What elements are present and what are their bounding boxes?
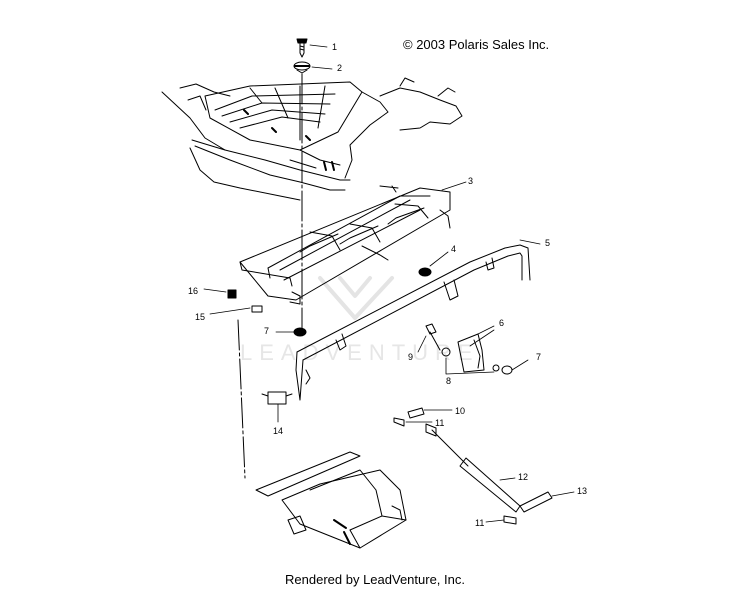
- part-12-strut: [425, 423, 521, 513]
- callout-13: 13: [577, 486, 588, 496]
- callout-16: 16: [188, 286, 199, 296]
- footer-text: Rendered by LeadVenture, Inc.: [285, 572, 465, 587]
- part-10-pin: [407, 407, 425, 419]
- callout-10: 10: [455, 406, 466, 416]
- part-13-pin: [519, 491, 553, 513]
- watermark: LEADVENTURE: [240, 340, 480, 365]
- part-4-nut: [418, 267, 432, 277]
- callout-2: 2: [337, 63, 343, 73]
- rear-fender: [161, 77, 463, 201]
- part-8-washer: [441, 347, 500, 372]
- callout-9: 9: [408, 352, 414, 362]
- callout-11-lower: 11: [475, 518, 485, 528]
- part-7-nut-left: [293, 327, 307, 337]
- leader-lines: [203, 44, 575, 523]
- part-14-spring: [261, 391, 293, 405]
- callout-3: 3: [468, 176, 474, 186]
- part-16-bolt: [227, 289, 237, 299]
- part-6-bracket: [457, 333, 485, 373]
- part-3-rack: [239, 185, 451, 305]
- part-1-screw: [296, 38, 308, 58]
- callout-1: 1: [332, 42, 338, 52]
- part-7-nut-right: [501, 365, 513, 375]
- part-15-nut: [251, 305, 263, 313]
- watermark-logo: [318, 276, 394, 320]
- part-5-bar: [295, 244, 531, 401]
- lower-frame: [255, 451, 407, 549]
- callout-5: 5: [545, 238, 551, 248]
- callout-7-right: 7: [536, 352, 542, 362]
- callout-11-upper: 11: [435, 418, 445, 428]
- callout-4: 4: [451, 244, 457, 254]
- callout-12: 12: [518, 472, 529, 482]
- alignment-lines: [237, 73, 303, 479]
- part-11-clip-lower: [503, 515, 517, 525]
- part-11-clip-upper: [393, 417, 405, 427]
- callout-7-left: 7: [264, 326, 270, 336]
- callout-6: 6: [499, 318, 505, 328]
- copyright-text: © 2003 Polaris Sales Inc.: [403, 37, 550, 52]
- callout-8: 8: [446, 376, 452, 386]
- part-2-clip: [293, 61, 311, 74]
- callout-15: 15: [195, 312, 206, 322]
- part-9-bolt: [425, 323, 441, 351]
- callout-14: 14: [273, 426, 284, 436]
